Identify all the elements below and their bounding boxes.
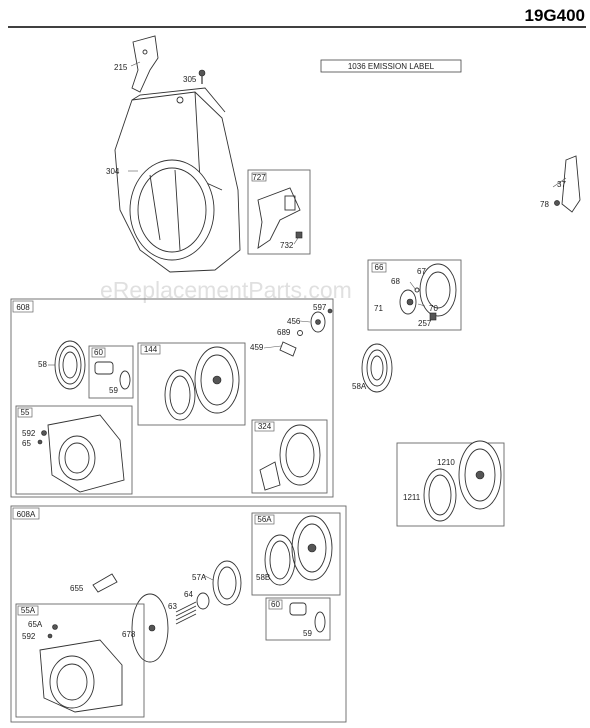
group-label-55: 55 <box>21 408 30 417</box>
washer-icon[interactable] <box>196 592 210 610</box>
starter-cup-part[interactable] <box>419 263 457 317</box>
spring-part[interactable] <box>264 534 296 586</box>
washer-icon[interactable] <box>297 330 303 336</box>
label-305: 305 <box>183 75 197 84</box>
group-box-56A: 56A <box>251 512 341 596</box>
group-label-60b: 60 <box>271 600 280 609</box>
handle-insert-part[interactable] <box>119 370 131 390</box>
spring-part[interactable] <box>164 369 196 421</box>
plate-part[interactable] <box>131 593 169 663</box>
label-678: 678 <box>122 630 136 639</box>
adapter-part[interactable] <box>259 461 281 491</box>
label-459: 459 <box>250 343 264 352</box>
label-58A: 58A <box>352 382 367 391</box>
group-box-727: 727 <box>247 169 311 255</box>
emission-label-box: 1036 EMISSION LABEL <box>320 59 462 73</box>
pawl-part[interactable] <box>279 341 297 357</box>
group-box-608: 608 <box>10 298 334 498</box>
label-59: 59 <box>109 386 118 395</box>
label-68: 68 <box>391 277 400 286</box>
spring-part[interactable] <box>212 560 242 606</box>
label-37: 37 <box>557 180 566 189</box>
label-59b: 59 <box>303 629 312 638</box>
handle-part[interactable] <box>94 361 114 375</box>
clip-part[interactable] <box>92 573 118 593</box>
screw-icon[interactable] <box>47 633 53 639</box>
emission-label-text: 1036 EMISSION LABEL <box>348 62 435 71</box>
label-456: 456 <box>287 317 301 326</box>
group-box-pulley <box>396 440 505 527</box>
group-label-144: 144 <box>144 345 158 354</box>
group-label-727: 727 <box>252 173 266 182</box>
guard-part[interactable] <box>257 187 301 249</box>
label-78: 78 <box>540 200 549 209</box>
blower-housing-part[interactable] <box>114 87 241 273</box>
handle-insert-part[interactable] <box>314 611 326 633</box>
group-label-56A: 56A <box>257 515 272 524</box>
label-64: 64 <box>184 590 193 599</box>
label-1211: 1211 <box>403 493 421 502</box>
group-box-60b: 60 <box>265 597 331 641</box>
leader-lines <box>48 61 567 581</box>
nut-icon[interactable] <box>37 439 43 445</box>
label-732: 732 <box>280 241 294 250</box>
rewind-spring-part[interactable] <box>361 343 393 393</box>
ratchet-part[interactable] <box>310 311 326 333</box>
label-257: 257 <box>418 319 432 328</box>
group-box-60: 60 <box>88 345 134 399</box>
bracket-part[interactable] <box>131 35 159 93</box>
group-box-324: 324 <box>251 419 328 494</box>
label-1210: 1210 <box>437 458 455 467</box>
group-label-608A: 608A <box>17 510 36 519</box>
model-number: 19G400 <box>525 6 586 25</box>
spring-part[interactable] <box>423 468 457 522</box>
handle-part[interactable] <box>289 602 307 616</box>
screw-icon[interactable] <box>429 312 437 321</box>
group-box-55: 55 <box>15 405 133 495</box>
label-58B: 58B <box>256 573 270 582</box>
label-655: 655 <box>70 584 84 593</box>
label-67: 67 <box>417 267 426 276</box>
label-592: 592 <box>22 429 36 438</box>
screw-icon[interactable] <box>41 430 47 436</box>
label-58: 58 <box>38 360 47 369</box>
label-57A: 57A <box>192 573 207 582</box>
label-215: 215 <box>114 63 128 72</box>
label-597: 597 <box>313 303 327 312</box>
label-592b: 592 <box>22 632 36 641</box>
group-label-60: 60 <box>94 348 103 357</box>
bolt-icon[interactable] <box>554 200 560 206</box>
group-label-324: 324 <box>258 422 272 431</box>
group-label-66: 66 <box>375 263 384 272</box>
label-71: 71 <box>374 304 383 313</box>
label-65A: 65A <box>28 620 43 629</box>
group-box-55A: 55A <box>15 603 145 718</box>
label-65: 65 <box>22 439 31 448</box>
label-63: 63 <box>168 602 177 611</box>
bolt-icon[interactable] <box>295 231 303 239</box>
label-689: 689 <box>277 328 291 337</box>
rewind-spring-part[interactable] <box>54 340 86 390</box>
nut-icon[interactable] <box>52 624 58 630</box>
cover-plate-part[interactable] <box>561 155 581 213</box>
group-box-608A: 608A <box>10 505 347 723</box>
label-70: 70 <box>429 304 438 313</box>
group-box-66: 66 <box>367 259 462 331</box>
compression-spring-part[interactable] <box>175 601 197 625</box>
group-label-608: 608 <box>16 303 30 312</box>
group-label-55A: 55A <box>21 606 36 615</box>
group-box-144: 144 <box>137 342 246 426</box>
label-304: 304 <box>106 167 120 176</box>
screw-icon[interactable] <box>198 69 206 84</box>
part-labels: 215 305 304 732 37 78 68 67 71 70 257 59… <box>22 63 566 641</box>
screw-icon[interactable] <box>327 308 333 314</box>
